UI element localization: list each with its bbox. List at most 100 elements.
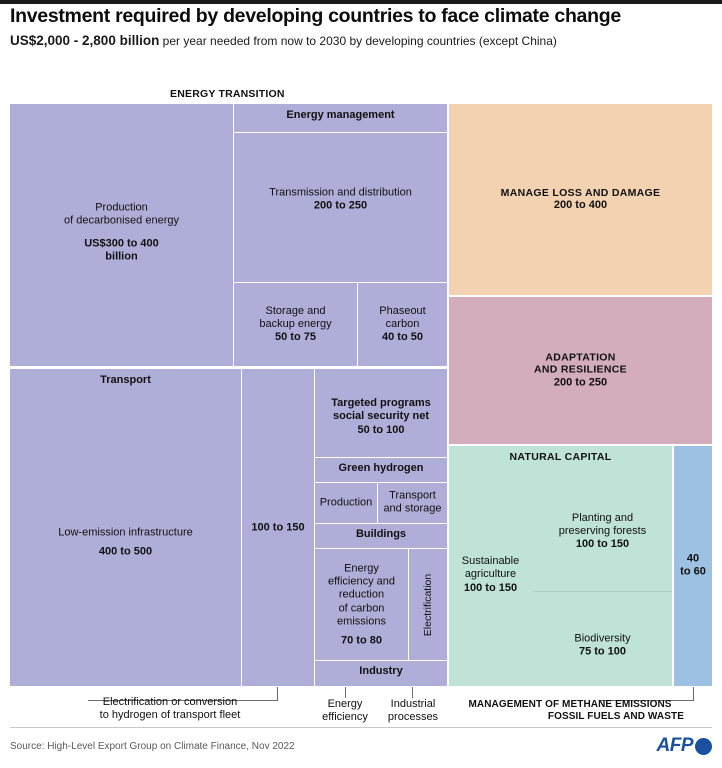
afp-dot-icon	[695, 737, 712, 755]
callout-energy-efficiency: Energy efficiency	[310, 698, 380, 724]
cell-value-storage: 50 to 75	[275, 331, 316, 344]
subtitle-amount: US$2,000 - 2,800 billion	[10, 33, 160, 49]
cell-value-phaseout: 40 to 50	[382, 331, 423, 344]
cell-label-forests-line1: Planting and	[571, 511, 634, 524]
cell-label-targeted-line1: Targeted programs	[331, 396, 431, 409]
cell-biodiversity[interactable]: Biodiversity 75 to 100	[533, 593, 672, 686]
cell-value-transmission: 200 to 250	[313, 199, 368, 212]
callout-industrial-line1: Industrial	[390, 698, 436, 710]
cell-header-transport: Transport	[100, 374, 151, 386]
callout-transport-fleet: Electrification or conversion to hydroge…	[70, 696, 270, 722]
cell-industry[interactable]: Industry	[315, 661, 447, 686]
top-rule	[0, 0, 722, 4]
cell-manage-loss-and-damage[interactable]: MANAGE LOSS AND DAMAGE 200 to 400	[449, 104, 712, 295]
callout-methane-line1: MANAGEMENT OF METHANE EMISSIONS	[468, 699, 672, 710]
cell-label-adaptation-line2: AND RESILIENCE	[534, 363, 627, 376]
cell-header-natural-capital: NATURAL CAPITAL	[509, 451, 612, 463]
leader-fleet-horizontal	[88, 700, 278, 701]
cell-label-phaseout-line1: Phaseout	[379, 304, 426, 317]
leader-industrial-processes-vertical	[412, 687, 413, 698]
cell-header-energy-management: Energy management	[286, 109, 395, 121]
callout-industrial-processes: Industrial processes	[378, 698, 448, 724]
callout-energy-efficiency-line2: efficiency	[322, 711, 368, 724]
cell-energy-management[interactable]: Energy management	[234, 104, 447, 132]
cell-green-hydrogen-transport-and-storage[interactable]: Transport and storage	[378, 483, 447, 523]
cell-label-sustainable-line1: Sustainable	[461, 554, 520, 567]
subtitle-rest: per year needed from now to 2030 by deve…	[159, 34, 557, 49]
cell-targeted-programs-social-security-net[interactable]: Targeted programs social security net 50…	[315, 369, 447, 457]
header: Investment required by developing countr…	[10, 5, 716, 48]
cell-label-gh-transport-line1: Transport	[389, 489, 436, 502]
cell-label-forests-line2: preserving forests	[558, 524, 647, 537]
afp-wordmark: AFP	[656, 735, 694, 756]
leader-methane-horizontal	[600, 700, 694, 701]
source-note: Source: High-Level Export Group on Clima…	[10, 741, 295, 752]
cell-header-green-hydrogen: Green hydrogen	[338, 462, 424, 474]
cell-adaptation-and-resilience[interactable]: ADAPTATION AND RESILIENCE 200 to 250	[449, 297, 712, 444]
callout-methane-line2: FOSSIL FUELS AND WASTE	[547, 711, 684, 722]
cell-label-transmission: Transmission and distribution	[269, 186, 412, 199]
cell-label-line2: of decarbonised energy	[64, 215, 179, 228]
callout-methane-management: MANAGEMENT OF METHANE EMISSIONS FOSSIL F…	[450, 699, 690, 723]
cell-planting-and-preserving-forests[interactable]: Planting and preserving forests 100 to 1…	[533, 464, 672, 592]
cell-production-decarbonised-energy[interactable]: Production of decarbonised energy US$300…	[10, 104, 233, 366]
cell-value-fleet: 100 to 150	[251, 520, 305, 533]
callout-fleet-line2: to hydrogen of transport fleet	[99, 709, 241, 722]
callout-industrial-line2: processes	[387, 711, 439, 724]
page-subtitle: US$2,000 - 2,800 billion per year needed…	[10, 33, 716, 48]
cell-value-manage-loss: 200 to 400	[553, 199, 608, 212]
cell-header-buildings: Buildings	[355, 528, 407, 540]
cell-label-buildings-line1: Energy	[344, 561, 379, 574]
cell-label-manage-loss: MANAGE LOSS AND DAMAGE	[500, 186, 661, 199]
cell-header-industry: Industry	[359, 665, 403, 677]
cell-storage-and-backup-energy[interactable]: Storage and backup energy 50 to 75	[234, 283, 357, 366]
cell-label-gh-transport-line2: and storage	[383, 503, 442, 515]
footer-divider	[10, 727, 712, 728]
cell-green-hydrogen-production[interactable]: Production	[315, 483, 377, 523]
cell-buildings[interactable]: Buildings	[315, 524, 447, 548]
cell-value-methane-line1: 40	[686, 552, 700, 565]
cell-value-forests: 100 to 150	[575, 538, 630, 551]
cell-buildings-energy-efficiency[interactable]: Energy efficiency and reduction of carbo…	[315, 549, 408, 660]
cell-label-buildings-line3: reduction	[338, 588, 385, 601]
cell-green-hydrogen[interactable]: Green hydrogen	[315, 458, 447, 482]
cell-label-buildings-line5: emissions	[337, 615, 386, 628]
cell-low-emission-infrastructure[interactable]: Transport Low-emission infrastructure 40…	[10, 369, 241, 686]
cell-management-of-methane-emissions[interactable]: 40 to 60	[674, 446, 712, 686]
cell-label-phaseout-line2: carbon	[385, 317, 420, 330]
cell-label-storage-line1: Storage and	[265, 304, 326, 317]
cell-value-buildings: 70 to 80	[341, 633, 382, 646]
cell-label-storage-line2: backup energy	[259, 317, 332, 330]
page-title: Investment required by developing countr…	[10, 5, 621, 27]
cell-sustainable-agriculture[interactable]: Sustainable agriculture 100 to 150	[449, 464, 532, 686]
cell-value-line1: US$300 to 400	[84, 237, 159, 250]
cell-value-line2: billion	[105, 250, 138, 263]
cell-transmission-and-distribution[interactable]: Transmission and distribution 200 to 250	[234, 133, 447, 282]
cell-value-biodiversity: 75 to 100	[578, 645, 627, 658]
cell-value-sustainable: 100 to 150	[463, 581, 518, 594]
cell-label-sustainable-line2: agriculture	[464, 568, 517, 581]
cell-value-adaptation: 200 to 250	[553, 376, 608, 389]
cell-label-biodiversity: Biodiversity	[574, 632, 631, 645]
leader-energy-efficiency-vertical	[345, 687, 346, 698]
leader-methane-vertical	[693, 687, 694, 700]
cell-label-adaptation-line1: ADAPTATION	[545, 351, 616, 363]
cell-label-low-emission: Low-emission infrastructure	[58, 526, 193, 539]
cell-label-line1: Production	[95, 201, 148, 214]
cell-label-buildings-line2: efficiency and	[327, 575, 396, 588]
cell-label-buildings-line4: of carbon	[338, 602, 385, 614]
cell-label-gh-production: Production	[319, 496, 373, 509]
cell-value-methane-line2: to 60	[680, 566, 706, 578]
cell-transport-fleet-electrification[interactable]: 100 to 150	[242, 369, 314, 686]
afp-logo: AFP	[656, 735, 712, 757]
cell-label-targeted-line2: social security net	[333, 410, 429, 423]
cell-value-targeted: 50 to 100	[357, 423, 405, 436]
cell-value-low-emission: 400 to 500	[98, 545, 153, 558]
leader-fleet-vertical	[277, 687, 278, 700]
cell-phaseout-carbon[interactable]: Phaseout carbon 40 to 50	[358, 283, 447, 366]
energy-transition-label: ENERGY TRANSITION	[170, 88, 285, 100]
callout-fleet-line1: Electrification or conversion	[102, 696, 238, 708]
callout-energy-efficiency-line1: Energy	[327, 698, 363, 710]
cell-buildings-electrification[interactable]: Electrification	[409, 549, 447, 660]
